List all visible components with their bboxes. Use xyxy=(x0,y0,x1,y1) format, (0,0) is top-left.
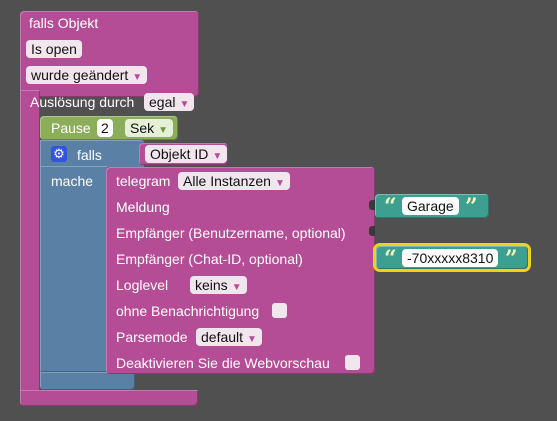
chevron-down-icon: ▼ xyxy=(231,282,242,293)
close-quote-icon: ” xyxy=(505,246,518,272)
message-label: Meldung xyxy=(116,199,170,215)
condition-dropdown-value: wurde geändert xyxy=(31,67,129,83)
chevron-down-icon: ▼ xyxy=(132,72,143,83)
open-quote-icon: “ xyxy=(384,246,397,272)
do-label: mache xyxy=(51,173,94,189)
silent-checkbox[interactable] xyxy=(272,303,287,318)
message-text-value: Garage xyxy=(407,198,454,214)
pause-unit-dropdown[interactable]: Sek▼ xyxy=(125,119,174,137)
recipient-user-label: Empfänger (Benutzername, optional) xyxy=(116,225,346,241)
chevron-down-icon: ▼ xyxy=(212,151,223,162)
chat-id-text-value: -70xxxxx8310 xyxy=(407,250,494,266)
loglevel-dropdown[interactable]: keins▼ xyxy=(190,276,247,294)
close-quote-icon: ” xyxy=(465,194,478,220)
trigger-dropdown[interactable]: egal▼ xyxy=(144,93,195,111)
telegram-label: telegram xyxy=(116,173,171,189)
instance-dropdown[interactable]: Alle Instanzen▼ xyxy=(178,172,290,190)
webpreview-label: Deaktivieren Sie die Webvorschau xyxy=(116,355,330,371)
input-socket xyxy=(369,226,375,236)
message-text-input[interactable]: Garage xyxy=(402,197,459,215)
condition-dropdown[interactable]: wurde geändert▼ xyxy=(26,66,148,84)
gear-icon[interactable]: ⚙ xyxy=(51,146,67,162)
parsemode-dropdown[interactable]: default▼ xyxy=(196,328,262,346)
chevron-down-icon: ▼ xyxy=(274,178,285,189)
parsemode-label: Parsemode xyxy=(116,329,188,345)
if-label: falls xyxy=(77,147,102,163)
input-socket xyxy=(369,200,375,210)
if-block-footer[interactable] xyxy=(40,372,135,390)
open-quote-icon: “ xyxy=(384,194,397,220)
chevron-down-icon: ▼ xyxy=(158,125,169,136)
event-block-body[interactable] xyxy=(20,90,40,398)
parsemode-dropdown-value: default xyxy=(201,329,244,345)
pause-value-input[interactable]: 2 xyxy=(97,119,113,137)
event-block-footer[interactable] xyxy=(20,390,198,406)
object-id-field[interactable]: Objekt ID▼ xyxy=(145,145,228,163)
instance-dropdown-value: Alle Instanzen xyxy=(183,173,271,189)
silent-label: ohne Benachrichtigung xyxy=(116,303,260,319)
object-field[interactable]: Is open xyxy=(26,40,82,58)
chat-id-text-input[interactable]: -70xxxxx8310 xyxy=(402,249,499,267)
if-block-body[interactable] xyxy=(40,166,108,372)
chevron-down-icon: ▼ xyxy=(247,334,257,345)
webpreview-checkbox[interactable] xyxy=(345,355,360,370)
recipient-chat-label: Empfänger (Chat-ID, optional) xyxy=(116,251,303,267)
loglevel-dropdown-value: keins xyxy=(195,277,228,293)
loglevel-label: Loglevel xyxy=(116,277,169,293)
object-field-value: Is open xyxy=(31,41,77,57)
pause-unit-value: Sek xyxy=(130,120,155,136)
trigger-dropdown-value: egal xyxy=(149,94,176,110)
chevron-down-icon: ▼ xyxy=(179,99,190,110)
pause-label: Pause xyxy=(51,120,91,136)
object-id-value: Objekt ID xyxy=(150,146,209,162)
trigger-label: Auslösung durch xyxy=(30,94,135,110)
pause-value: 2 xyxy=(101,120,109,136)
event-block-title: falls Objekt xyxy=(29,15,99,31)
